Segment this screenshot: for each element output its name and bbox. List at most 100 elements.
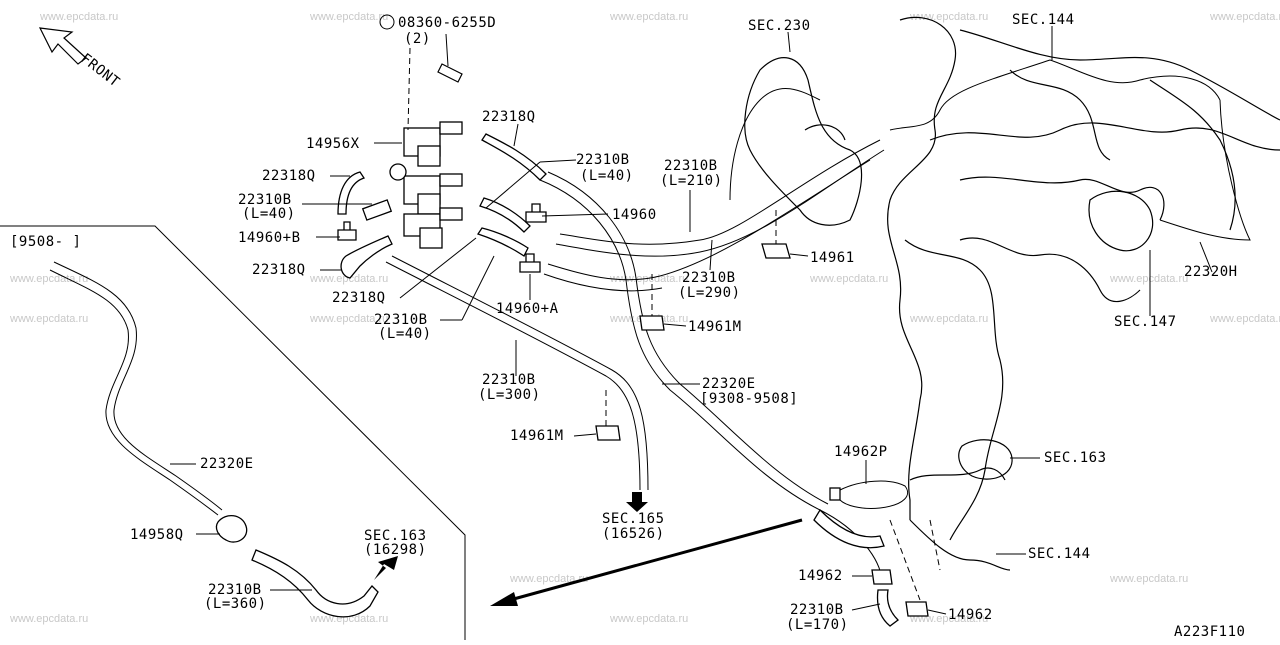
front-arrow-icon <box>38 27 87 65</box>
hose-sec144 <box>889 59 1221 131</box>
label-length: (L=210) <box>660 173 723 189</box>
leader-line <box>663 323 687 327</box>
leader-line <box>573 433 597 437</box>
label-sec144: SEC.144 <box>1028 546 1091 562</box>
label-sec163: SEC.163 <box>364 528 427 544</box>
label-22320E: 22320E <box>200 456 254 472</box>
engine-contour <box>909 519 1011 571</box>
engine-contour <box>904 239 1004 541</box>
t-joint-14960A <box>519 253 541 273</box>
leader-line <box>513 123 519 147</box>
hose-22310B <box>361 199 393 221</box>
clip-14961M <box>639 315 665 331</box>
leader-line <box>461 255 495 321</box>
watermark: www.epcdata.ru <box>609 613 688 625</box>
leader-line <box>789 253 809 257</box>
leader-line <box>851 603 881 611</box>
label-22310B: 22310B <box>664 158 718 174</box>
hose-22310B-L170 <box>876 589 899 627</box>
engine-contour <box>909 467 1006 481</box>
engine-outline <box>887 16 1280 571</box>
label-sec147: SEC.147 <box>1114 314 1177 330</box>
sec230-hose <box>744 57 863 226</box>
inset-hoses <box>49 261 398 618</box>
label-22320E: 22320E <box>702 376 756 392</box>
bolt-08360: 08360-6255D (2) <box>379 14 496 131</box>
valve-port <box>439 173 463 187</box>
label-length: (L=290) <box>678 285 741 301</box>
label-22318Q: 22318Q <box>252 262 306 278</box>
engine-contour <box>1149 79 1236 231</box>
label-22320H: 22320H <box>1184 264 1238 280</box>
leader-line <box>399 237 477 299</box>
t-joint-14960B <box>337 221 357 241</box>
hose-22320E-inset <box>49 269 219 516</box>
sec165-arrow <box>626 492 648 512</box>
label-22310B: 22310B <box>208 582 262 598</box>
inset-border <box>0 225 466 640</box>
arrow-up-right-icon <box>374 556 398 580</box>
engine-contour <box>887 16 957 520</box>
hose-22318Q <box>481 133 547 181</box>
arrow-down-icon <box>626 492 648 512</box>
leader-line <box>709 239 713 271</box>
valve-bracket <box>389 163 407 181</box>
label-14962: 14962 <box>948 607 993 623</box>
t-joints <box>337 203 547 273</box>
t-joint-14960 <box>525 203 547 223</box>
label-22318Q: 22318Q <box>332 290 386 306</box>
engine-contour <box>959 237 1141 303</box>
dashed-guide <box>889 519 921 601</box>
watermark: www.epcdata.ru <box>509 573 588 585</box>
direction-arrow-head-icon <box>490 592 518 606</box>
hose-22310B-L210 <box>559 139 881 245</box>
filter-14958Q <box>215 515 248 543</box>
label-22318Q: 22318Q <box>482 109 536 125</box>
hose-22310B-L300 <box>385 261 641 491</box>
label-22310B: 22310B <box>576 152 630 168</box>
label-14961M: 14961M <box>688 319 742 335</box>
dashed-guide <box>407 47 411 131</box>
hose-22320H <box>1159 99 1251 241</box>
label-14961M: 14961M <box>510 428 564 444</box>
leader-line <box>485 161 541 209</box>
engine-contour <box>1088 190 1154 252</box>
engine-contour <box>929 122 1280 151</box>
valve-hoses <box>337 59 1251 581</box>
label-22310B: 22310B <box>374 312 428 328</box>
hose-22320E-inset <box>53 261 223 511</box>
label-length: (L=360) <box>204 596 267 612</box>
hose-22310B-L290 <box>543 273 663 292</box>
clip-14961 <box>761 243 791 259</box>
bolt-icon <box>437 63 463 83</box>
hose-22310B <box>476 227 529 257</box>
front-arrow: FRONT <box>38 27 123 91</box>
part-labels: 14956X 22318Q 22310B (L=40) 14960+B 2231… <box>130 12 1245 640</box>
label-14960: 14960 <box>612 207 657 223</box>
watermark: www.epcdata.ru <box>809 273 888 285</box>
bolt-part-number: 08360-6255D <box>398 15 496 31</box>
label-14962P: 14962P <box>834 444 888 460</box>
hose-end <box>813 508 885 549</box>
clips <box>595 210 791 441</box>
sec163-fitting <box>958 439 1013 480</box>
leader-lines <box>170 26 1213 615</box>
label-14956X: 14956X <box>306 136 360 152</box>
label-sec163: SEC.163 <box>1044 450 1107 466</box>
inset-label: [9508- ] <box>10 234 81 250</box>
label-22318Q: 22318Q <box>262 168 316 184</box>
label-14958Q: 14958Q <box>130 527 184 543</box>
label-14962: 14962 <box>798 568 843 584</box>
solenoid-valve <box>419 227 443 249</box>
leader-line <box>445 33 449 67</box>
bolt-quantity: (2) <box>404 31 431 47</box>
watermark: www.epcdata.ru <box>309 313 388 325</box>
leader-line <box>787 31 791 53</box>
watermark: www.epcdata.ru <box>1109 573 1188 585</box>
watermark: www.epcdata.ru <box>1209 313 1280 325</box>
watermark: www.epcdata.ru <box>9 613 88 625</box>
label-22310B: 22310B <box>682 270 736 286</box>
leader-line <box>927 609 947 615</box>
